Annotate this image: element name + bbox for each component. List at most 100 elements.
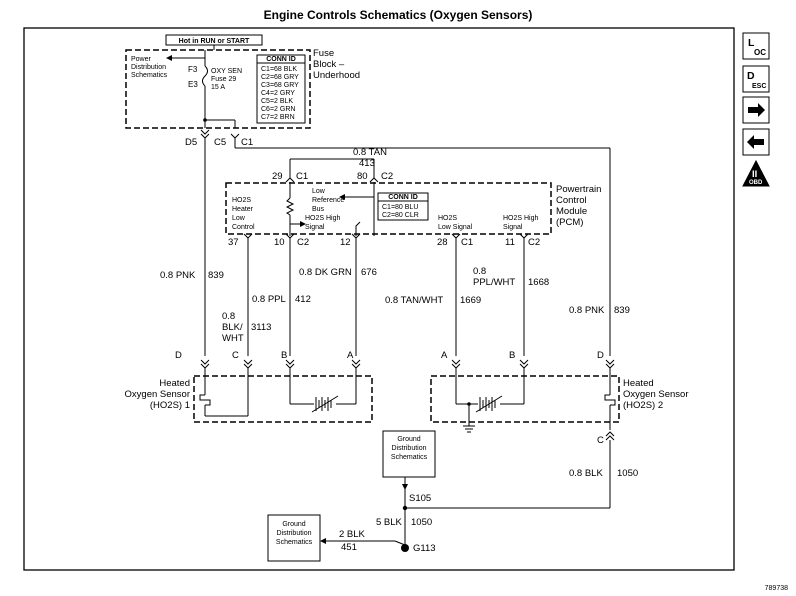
pcm-pin-80: 80 xyxy=(357,171,368,182)
ground-left-1: Ground xyxy=(282,521,305,528)
nav-desc-text-b: ESC xyxy=(752,83,766,90)
nav-obd-text-a: II xyxy=(752,169,757,180)
fuse-conn-id-4: C4=2 GRY xyxy=(261,90,295,97)
fuse-pin-bottom: E3 xyxy=(188,80,198,89)
sensor1-pin-b: B xyxy=(281,350,287,361)
pcm-pin-29: 29 xyxy=(272,171,283,182)
wire-pnk2-color: 0.8 PNK xyxy=(569,305,605,316)
nav-desc-text-a: D xyxy=(747,70,755,82)
fuse-conn-id-3: C3=68 GRY xyxy=(261,82,299,89)
pcm-pin-37: 37 xyxy=(228,237,239,248)
pcm-outline xyxy=(225,182,552,235)
sensor2-heater-icon xyxy=(604,394,616,406)
pcm-pin-c2-top: C2 xyxy=(381,171,393,182)
wire-blk5-number: 1050 xyxy=(411,517,432,528)
fuse-conn-id-5: C5=2 BLK xyxy=(261,98,293,105)
pcm-ho2s-high1-1: HO2S High xyxy=(305,215,341,222)
nav-obd-button[interactable]: II OBD xyxy=(742,159,770,187)
pcm-pin-12: 12 xyxy=(340,237,351,248)
splice-label: S105 xyxy=(409,493,431,504)
pcm-pin-c2-low: C2 xyxy=(297,237,309,248)
ground-center-2: Distribution xyxy=(391,445,426,452)
ground-center-arrow-icon xyxy=(402,484,408,490)
pcm-title-2: Control xyxy=(556,195,587,206)
power-dist-1: Power xyxy=(131,56,152,63)
wire-pplwht-1: 0.8 xyxy=(473,266,486,277)
sensor2-title-1: Heated xyxy=(623,378,654,389)
ground-distribution-center: Ground Distribution Schematics xyxy=(382,430,436,490)
ground-g113-icon xyxy=(401,544,409,552)
wire-ppl-number: 412 xyxy=(295,294,311,305)
low-ref-arrow-icon xyxy=(339,194,345,200)
sensor2-pin-d: D xyxy=(597,350,604,361)
wire-dkgrn-color: 0.8 DK GRN xyxy=(299,267,352,278)
fuse-label-2: Fuse 29 xyxy=(211,76,236,83)
wire-blkwht-number: 3113 xyxy=(251,322,271,333)
fuse-icon xyxy=(202,65,208,87)
fuse-label-1: OXY SEN xyxy=(211,68,242,75)
pcm-resistor-icon xyxy=(285,197,295,216)
fuse-conn-id-2: C2=68 GRY xyxy=(261,74,299,81)
fuse-block: Hot in RUN or START Fuse Block – Underho… xyxy=(125,34,360,148)
wire-tan-number: 413 xyxy=(359,158,375,169)
wire-blkwht-1: 0.8 xyxy=(222,311,235,322)
obd-warning-icon xyxy=(742,159,770,187)
sensor2-pin-a: A xyxy=(441,350,448,361)
fuse-label-3: 15 A xyxy=(211,84,225,91)
nav-loc-button[interactable]: L OC xyxy=(742,32,770,60)
figure-id: 789738 xyxy=(765,585,788,592)
fuse-block-title-3: Underhood xyxy=(313,70,360,81)
pcm-title-3: Module xyxy=(556,206,587,217)
wire-blkwht-3: WHT xyxy=(222,333,244,344)
pcm-ho2s-high2-1: HO2S High xyxy=(503,215,539,222)
nav-desc-button[interactable]: D ESC xyxy=(742,65,770,93)
ground-left-3: Schematics xyxy=(276,539,313,546)
pcm-conn-id-2: C2=80 CLR xyxy=(382,212,419,219)
pcm-pin-11: 11 xyxy=(505,237,515,248)
power-arrow-icon xyxy=(166,55,172,61)
oxygen-sensor-1: Heated Oxygen Sensor (HO2S) 1 xyxy=(125,368,373,423)
fuse-block-title-2: Block – xyxy=(313,59,345,70)
wire-tan-color: 0.8 TAN xyxy=(353,147,387,158)
ground-center-3: Schematics xyxy=(391,454,428,461)
wire-pplwht-number: 1668 xyxy=(528,277,549,288)
arrow-right-icon xyxy=(748,103,765,117)
ground-left-box xyxy=(267,514,321,562)
pcm-title-4: (PCM) xyxy=(556,217,583,228)
sensor2-outline xyxy=(430,375,620,423)
wire-pnk1-number: 839 xyxy=(208,270,224,281)
nav-next-button[interactable] xyxy=(742,96,770,124)
nav-loc-text-a: L xyxy=(748,37,755,49)
fuse-block-title-1: Fuse xyxy=(313,48,334,59)
wire-blk2g-number: 451 xyxy=(341,542,357,553)
connector-c1-icon xyxy=(230,133,240,139)
sensor1-heater-icon xyxy=(199,394,211,406)
sensor2-pin-b: B xyxy=(509,350,515,361)
fuse-conn-id-title: CONN ID xyxy=(266,56,296,63)
pin-c1: C1 xyxy=(241,137,253,148)
pcm-ho2s-high1-2: Signal xyxy=(305,224,325,231)
pcm-low-ref-2: Reference xyxy=(312,197,344,204)
pcm-pin-c1-low: C1 xyxy=(461,237,473,248)
ground-left-2: Distribution xyxy=(276,530,311,537)
sensor1-outline xyxy=(193,375,373,423)
pcm-low-ref-1: Low xyxy=(312,188,326,195)
ground-center-box xyxy=(382,430,436,478)
wire-pnk1-color: 0.8 PNK xyxy=(160,270,196,281)
wire-dkgrn-number: 676 xyxy=(361,267,377,278)
sensor2-ground-icon xyxy=(463,425,475,433)
sensor1-title-3: (HO2S) 1 xyxy=(150,400,190,411)
pcm-ho2s-low2-1: HO2S xyxy=(438,215,457,222)
nav-prev-button[interactable] xyxy=(742,128,770,156)
pcm-pin-28: 28 xyxy=(437,237,448,248)
wire-pnk2-number: 839 xyxy=(614,305,630,316)
nav-panel: L OC D ESC II OBD xyxy=(742,32,770,187)
pcm-heater-ctrl-2: Heater xyxy=(232,206,254,213)
pcm-heater-ctrl-4: Control xyxy=(232,224,255,231)
pcm-conn-id-title: CONN ID xyxy=(388,194,418,201)
sensor1-pin-d: D xyxy=(175,350,182,361)
fuse-conn-id-box xyxy=(256,54,306,124)
wire-tanwht-color: 0.8 TAN/WHT xyxy=(385,295,443,306)
fuse-pin-top: F3 xyxy=(188,65,198,74)
